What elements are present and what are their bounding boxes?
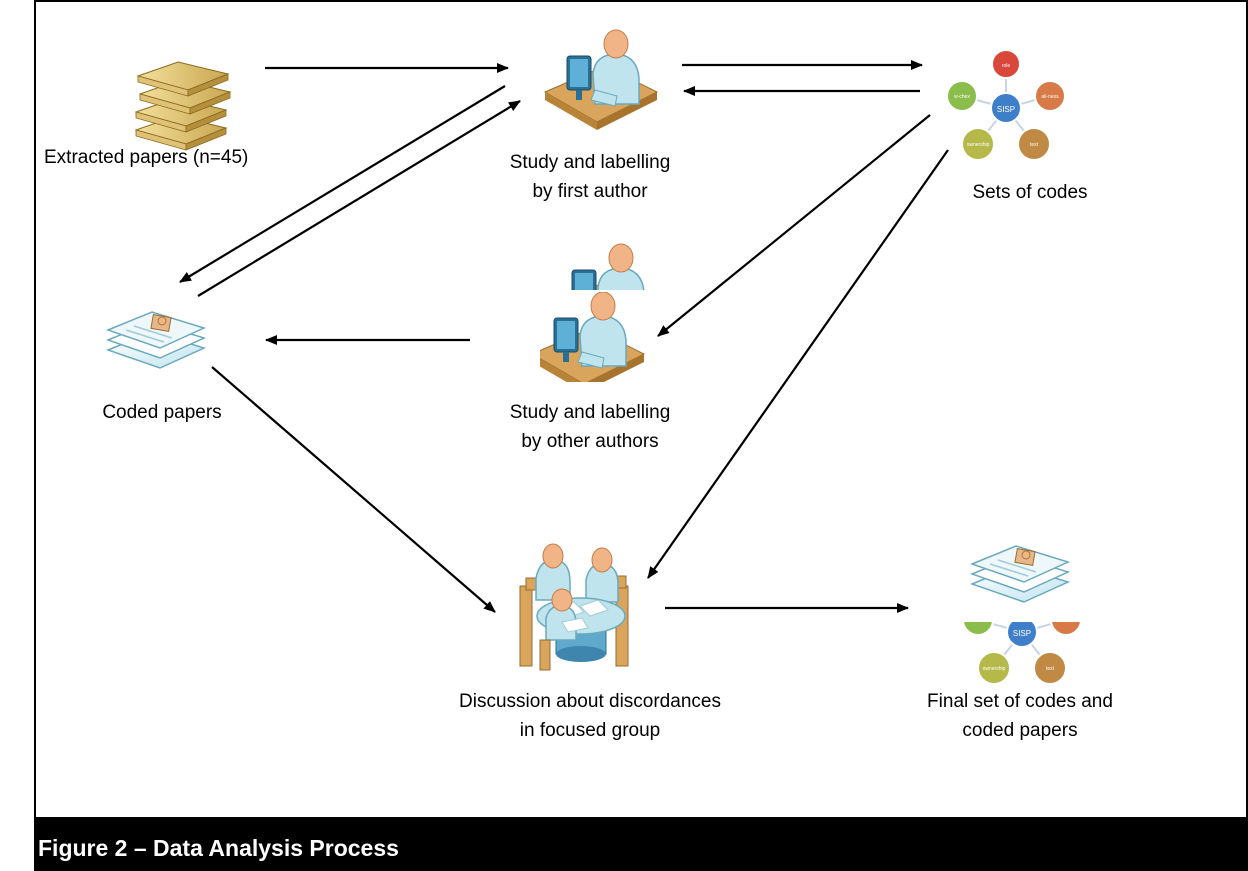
label-study-other-line2: by other authors: [521, 431, 659, 452]
wheel-left-label: w-chex: [954, 94, 970, 100]
label-discussion: Discussion about discordances in focused…: [410, 687, 770, 745]
final-coded-papers-icon: [971, 545, 1069, 603]
arrow-codes-to-other: [657, 114, 931, 337]
arrow-first-to-coded: [179, 85, 506, 283]
label-discussion-line2: in focused group: [519, 720, 661, 741]
label-study-first-author: Study and labelling by first author: [470, 148, 710, 206]
wheel-right-label: ali-ness: [1041, 94, 1059, 100]
wheel-center-label: SISP: [997, 105, 1015, 114]
label-final-line1: Final set of codes and: [927, 691, 1113, 712]
final-wheel-bottom-left-label: ownership: [983, 666, 1006, 672]
coded-papers-icon: [107, 311, 205, 369]
label-discussion-line1: Discussion about discordances: [459, 691, 721, 712]
label-final-set: Final set of codes and coded papers: [870, 687, 1170, 745]
group-discussion-icon: [519, 543, 629, 671]
arrows: [179, 60, 949, 613]
book-stack-icon: [134, 61, 232, 151]
final-wheel-center-label: SISP: [1013, 629, 1031, 638]
label-coded-papers: Coded papers: [102, 402, 222, 423]
code-wheel-icon: SISP role ali-ness text ownership w-chex: [946, 49, 1066, 161]
arrow-coded-to-first: [197, 100, 521, 297]
wheel-bottom-left-label: ownership: [967, 142, 990, 148]
label-study-first-line2: by first author: [532, 181, 648, 202]
label-extracted-papers: Extracted papers (n=45): [44, 147, 249, 168]
desk-person-icon: [544, 29, 658, 131]
label-final-line2: coded papers: [962, 720, 1078, 741]
label-study-other-line1: Study and labelling: [509, 402, 671, 423]
caption-bar: [34, 817, 1248, 871]
wheel-bottom-right-label: text: [1030, 142, 1039, 148]
wheel-top-label: role: [1002, 63, 1011, 69]
other-authors-icon: [540, 243, 660, 382]
label-sets-of-codes: Sets of codes: [972, 182, 1088, 203]
arrow-codes-to-discussion: [647, 149, 949, 579]
final-code-wheel-icon: SISP text ownership: [962, 622, 1082, 685]
figure-caption: Figure 2 – Data Analysis Process: [38, 835, 399, 861]
label-overlap-mask: [470, 384, 710, 395]
label-study-first-line1: Study and labelling: [509, 152, 671, 173]
final-wheel-bottom-right-label: text: [1046, 666, 1055, 672]
label-study-other-authors: Study and labelling by other authors: [470, 398, 710, 456]
arrow-coded-to-discussion: [211, 366, 496, 613]
